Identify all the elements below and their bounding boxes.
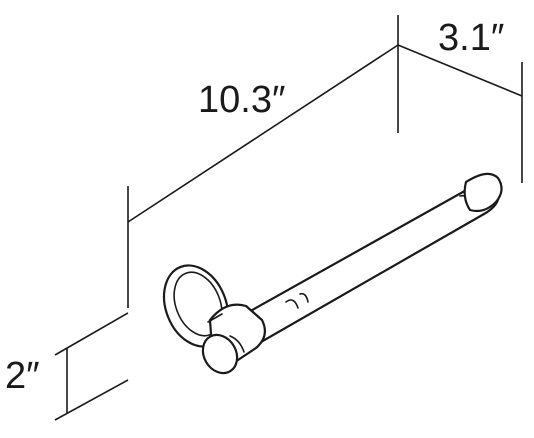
height-label: 2″ xyxy=(5,355,40,397)
paper-holder-illustration xyxy=(162,172,503,375)
holder-end-cap xyxy=(463,172,503,213)
holder-rod-detail xyxy=(285,188,487,309)
holder-knob-detail xyxy=(207,313,245,353)
depth-dimension-line xyxy=(397,44,523,97)
height-ext-bottom xyxy=(54,379,129,421)
length-dimension-line xyxy=(127,44,399,223)
depth-label: 3.1″ xyxy=(438,17,504,59)
holder-rod xyxy=(236,181,500,348)
length-label: 10.3″ xyxy=(198,79,285,121)
holder-knob xyxy=(201,333,239,375)
dimension-lines xyxy=(54,15,523,421)
height-ext-top xyxy=(54,312,129,356)
